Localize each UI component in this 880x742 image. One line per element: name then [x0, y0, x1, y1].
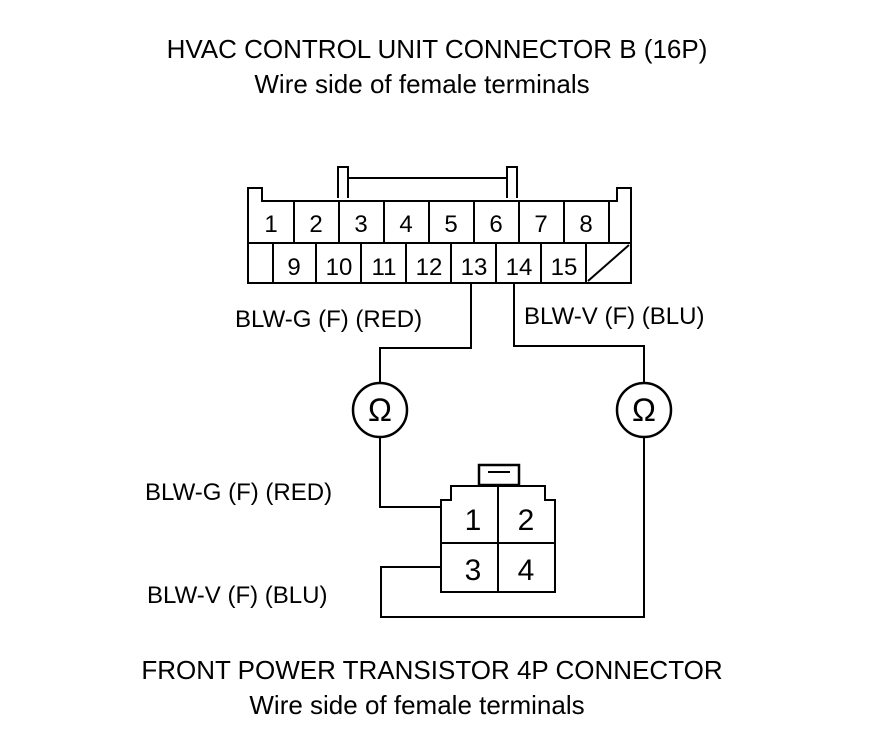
- pin-16p-3: 3: [354, 211, 367, 238]
- wire-label-bottom-upper: BLW-G (F) (RED): [145, 479, 332, 506]
- wire-label-bottom-lower: BLW-V (F) (BLU): [147, 582, 327, 609]
- top-title: HVAC CONTROL UNIT CONNECTOR B (16P): [167, 34, 708, 64]
- pin-16p-10: 10: [326, 254, 353, 281]
- connector-16p: 1 2 3 4 5 6 7 8 9 10 11 12 13 14 15: [247, 166, 632, 284]
- connector-16p-lock: [337, 166, 518, 198]
- pin-16p-1: 1: [264, 211, 277, 238]
- connector-4p-lock: [477, 463, 521, 487]
- ohmmeter-right: Ω: [615, 381, 673, 439]
- pin-4p-3: 3: [465, 554, 482, 587]
- ohmmeter-right-circle: [615, 381, 673, 439]
- pin-4p-4: 4: [518, 554, 535, 587]
- wire-red-lower: [379, 437, 441, 508]
- wire-label-top-right: BLW-V (F) (BLU): [524, 303, 704, 330]
- pin-4p-2: 2: [518, 504, 535, 537]
- pin-16p-15: 15: [551, 254, 578, 281]
- pin-16p-4: 4: [399, 211, 412, 238]
- wire-red-upper: [379, 283, 472, 383]
- bottom-title: FRONT POWER TRANSISTOR 4P CONNECTOR: [141, 655, 722, 685]
- pin-16p-8: 8: [579, 211, 592, 238]
- wire-label-top-left: BLW-G (F) (RED): [235, 306, 422, 333]
- ohm-icon: Ω: [632, 392, 656, 428]
- connector-16p-row1-dividers: [293, 201, 610, 243]
- pin-16p-2: 2: [309, 211, 322, 238]
- connector-4p-body: [440, 485, 556, 593]
- ohmmeter-left-circle: [351, 381, 409, 439]
- wire-blu-lower: [380, 437, 645, 618]
- connector-16p-body: [247, 187, 632, 284]
- ohmmeter-left: Ω: [351, 381, 409, 439]
- pin-16p-12: 12: [416, 254, 443, 281]
- pin-16p-9: 9: [287, 254, 300, 281]
- pin-16p-13: 13: [461, 254, 488, 281]
- connector-4p: 1 2 3 4: [440, 463, 556, 593]
- bottom-subtitle: Wire side of female terminals: [249, 690, 584, 720]
- pin-16p-7: 7: [534, 211, 547, 238]
- wire-blu-upper: [513, 283, 645, 383]
- ohm-icon: Ω: [368, 392, 392, 428]
- pin-16p-6: 6: [489, 211, 502, 238]
- connector-16p-row2-dividers: [272, 243, 630, 283]
- pin-16p-11: 11: [372, 254, 397, 281]
- top-subtitle: Wire side of female terminals: [254, 69, 589, 99]
- pin-16p-14: 14: [506, 254, 533, 281]
- pin-16p-5: 5: [444, 211, 457, 238]
- pin-4p-1: 1: [465, 504, 482, 537]
